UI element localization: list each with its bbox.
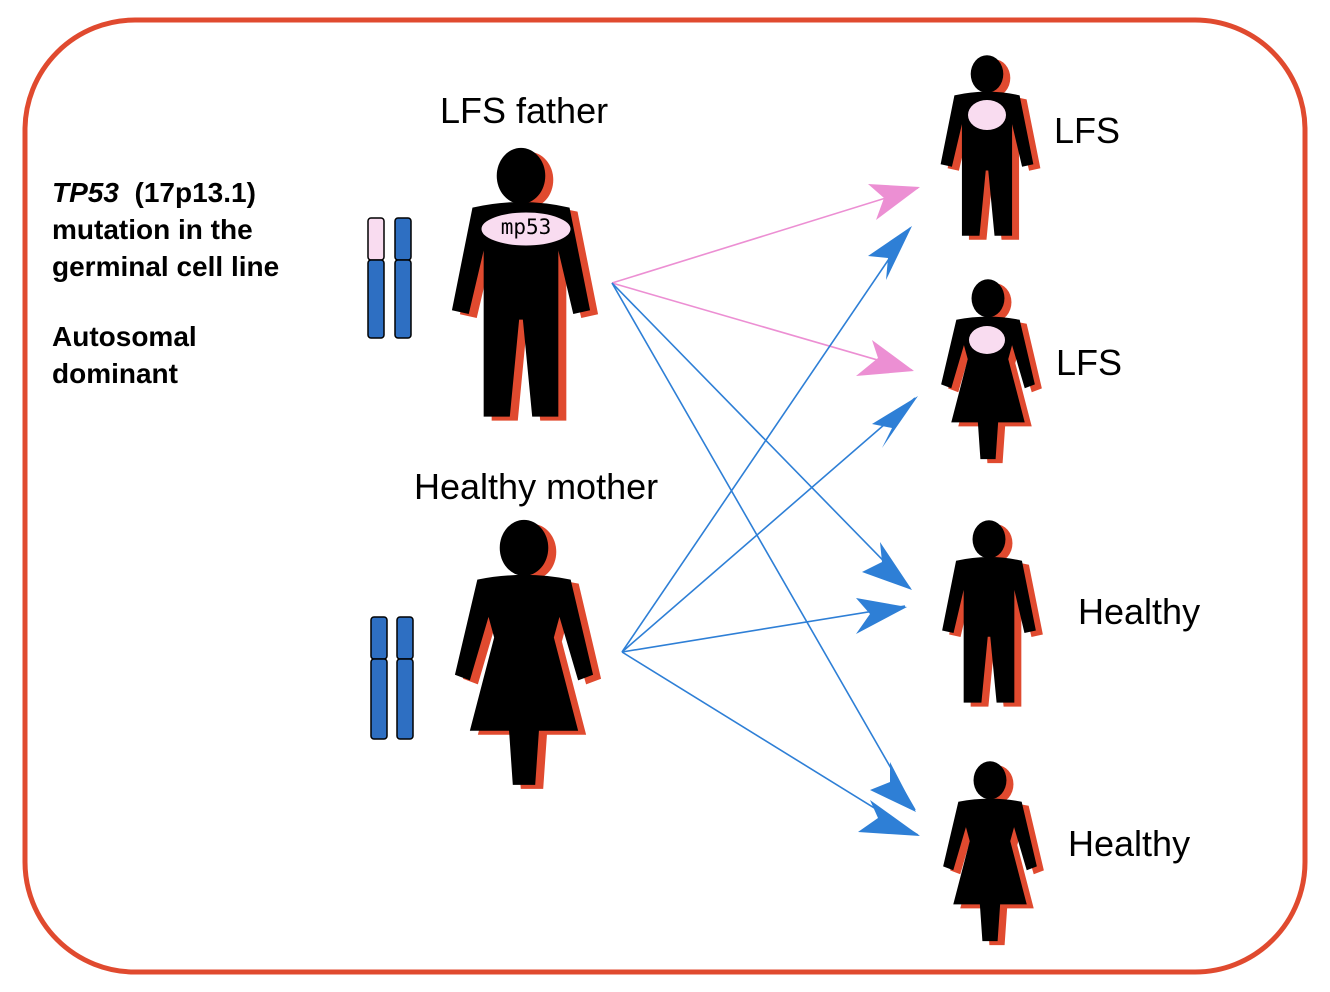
father-chromosomes (367, 217, 412, 339)
arrowhead-blue-4 (856, 598, 907, 634)
mp53-marker (480, 211, 572, 247)
gene-description: TP53 (17p13.1) mutation in the germinal … (52, 174, 279, 285)
arrow-father-child4 (611, 282, 916, 811)
arrow-father-child3 (611, 282, 911, 589)
child-2-label: LFS (1056, 342, 1123, 383)
arrow-mother-child4 (621, 651, 919, 836)
arrowhead-blue-6 (858, 800, 920, 836)
description-line-3: germinal cell line (52, 251, 280, 282)
child-3-figure (942, 520, 1043, 707)
arrowhead-pink-1 (868, 184, 920, 220)
description-line-2: mutation in the (52, 214, 253, 245)
child-1-figure (940, 55, 1041, 240)
arrowheads (856, 184, 920, 836)
child-2-figure (941, 279, 1042, 464)
mother-label: Healthy mother (414, 466, 659, 507)
gene-name: TP53 (52, 177, 119, 208)
mother-figure (454, 519, 602, 789)
inheritance-mode: Autosomal dominant (52, 318, 197, 392)
arrowhead-blue-1 (868, 226, 912, 280)
inheritance-line-2: dominant (52, 358, 178, 389)
father-label: LFS father (440, 90, 609, 131)
inheritance-line-1: Autosomal (52, 321, 197, 352)
mother-chromosomes (370, 616, 414, 740)
child-4-label: Healthy (1068, 823, 1191, 864)
diagram-frame (22, 17, 1308, 975)
child-3-label: Healthy (1078, 591, 1201, 632)
father-figure (451, 147, 599, 421)
arrow-mother-child3 (621, 605, 906, 653)
arrowhead-pink-2 (856, 340, 914, 376)
arrowhead-blue-2 (872, 396, 918, 448)
arrow-father-child2 (611, 282, 913, 371)
gene-line: TP53 (17p13.1) (52, 174, 279, 211)
arrow-father-child1 (611, 187, 919, 284)
arrow-mother-child1 (621, 227, 911, 653)
child-4-figure (943, 761, 1044, 946)
child-1-label: LFS (1054, 110, 1121, 151)
arrowhead-blue-5 (870, 762, 916, 812)
father-arrows (611, 187, 919, 811)
arrowhead-blue-3 (862, 542, 912, 590)
gene-locus: (17p13.1) (134, 177, 256, 208)
mp53-label: mp53 (500, 215, 552, 239)
mother-arrows (621, 227, 919, 836)
arrow-mother-child2 (621, 397, 916, 653)
